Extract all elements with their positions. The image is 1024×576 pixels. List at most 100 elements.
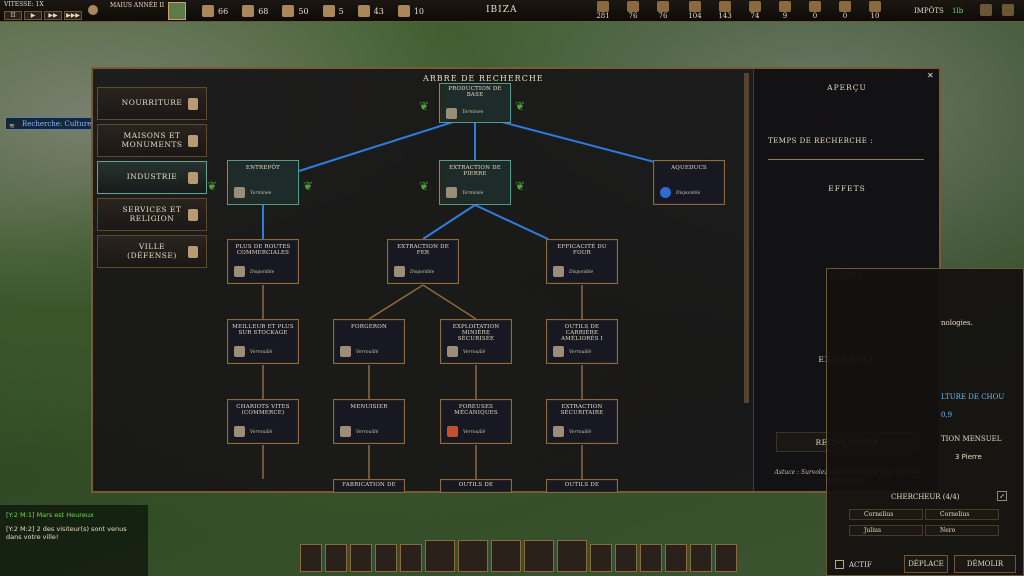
resource-6[interactable]: 74 [744,1,766,21]
research-time-label: TEMPS DE RECHERCHE : [768,137,873,145]
divider [768,159,924,160]
bowl-icon[interactable] [400,544,422,572]
category-defense[interactable]: VILLE (DÉFENSE) [97,235,207,268]
road-icon[interactable] [325,544,347,572]
resource-7[interactable]: 9 [774,1,796,21]
fastest-button[interactable]: ▶▶▶ [64,11,82,20]
researcher-slot[interactable]: Cornelius [925,509,999,520]
tech-icon [447,426,458,437]
worker-icon [322,5,335,17]
settings-icon[interactable] [980,4,992,16]
tree-scrollbar[interactable] [744,73,749,403]
fast-button[interactable]: ▶▶ [44,11,62,20]
laurel-icon: ❦ [515,99,526,113]
laurel-icon: ❦ [419,99,430,113]
tool-icon [779,1,791,12]
tech-node[interactable]: OUTILS DE [440,479,512,493]
industry-build-icon[interactable] [491,540,521,572]
expand-icon[interactable]: ⤢ [997,491,1007,501]
city-portrait-icon[interactable] [168,2,186,20]
weapon-icon [809,1,821,12]
category-food[interactable]: NOURRITURE [97,87,207,120]
tech-icon [394,266,405,277]
tech-icon [234,266,245,277]
shield-build-icon[interactable] [557,540,587,572]
potion-icon [839,1,851,12]
demolish-button[interactable]: DÉMOLIR [954,555,1016,573]
close-icon[interactable]: ✕ [927,71,934,80]
sun-icon[interactable] [665,544,687,572]
resource-8[interactable]: 0 [804,1,826,21]
resource-1[interactable]: 281 [592,1,614,21]
axe-icon[interactable] [350,544,372,572]
researcher-slot[interactable]: Cornelius [849,509,923,520]
people-icon [242,5,255,17]
stat-worker: 5 [322,5,344,17]
researcher-slot[interactable]: Julius [849,525,923,536]
category-houses[interactable]: MAISONS ET MONUMENTS [97,124,207,157]
move-button[interactable]: DÉPLACE [904,555,948,573]
active-checkbox[interactable] [835,560,844,569]
house-category-icon [188,134,198,147]
house-icon [282,5,295,17]
food-build-icon[interactable] [425,540,455,572]
stone-icon [657,1,669,12]
play-button[interactable]: ▶ [24,11,42,20]
monthly-label: TION MENSUEL [941,435,1002,443]
stat-food: 66 [202,5,228,17]
stat-people: 68 [242,5,268,17]
resource-3[interactable]: 76 [652,1,674,21]
culture-label[interactable]: LTURE DE CHOU [941,393,1005,401]
build-toolbar [300,540,737,574]
resource-9[interactable]: 0 [834,1,856,21]
tech-icon [553,426,564,437]
resource-10[interactable]: 10 [864,1,886,21]
tech-node[interactable]: OUTILS DE [546,479,618,493]
chest-icon[interactable] [715,544,737,572]
panel-text: nologies. [941,319,973,327]
researchers-title: CHERCHEUR (4/4) [891,493,960,501]
resource-4[interactable]: 104 [684,1,706,21]
wheat-icon [597,1,609,12]
tech-node[interactable]: CHARIOTS VITES (COMMERCE)Verrouillé [227,399,299,444]
top-bar: VITESSE: 1X II ▶ ▶▶ ▶▶▶ MAIUS ANNÉE II 6… [0,0,1024,22]
speed-controls: II ▶ ▶▶ ▶▶▶ [4,11,82,20]
menu-icon[interactable] [1002,4,1014,16]
resource-2[interactable]: 76 [622,1,644,21]
hammer-icon[interactable] [590,544,612,572]
tech-node[interactable]: FABRICATION DE [333,479,405,493]
resource-5[interactable]: 143 [714,1,736,21]
building-panel: nologies. LTURE DE CHOU 0,9 TION MENSUEL… [826,268,1024,576]
category-industry[interactable]: INDUSTRIE [97,161,207,194]
music-build-icon[interactable] [524,540,554,572]
category-services[interactable]: SERVICES ET RELIGION [97,198,207,231]
active-label: ACTIF [849,561,872,569]
rank-icon[interactable] [300,544,322,572]
trash-icon[interactable] [640,544,662,572]
researcher-slot[interactable]: Nero [925,525,999,536]
research-notification[interactable]: ≋ Recherche: Culture [5,117,93,130]
tech-icon [446,108,457,119]
pause-button[interactable]: II [4,11,22,20]
gear-icon[interactable] [88,5,98,15]
cross-tools-icon[interactable] [375,544,397,572]
paint-icon[interactable] [615,544,637,572]
tech-icon [234,346,245,357]
house-build-icon[interactable] [458,540,488,572]
log-line: [Y:2 M:1] Mars est Heureux [6,511,94,519]
tent-icon[interactable] [690,544,712,572]
